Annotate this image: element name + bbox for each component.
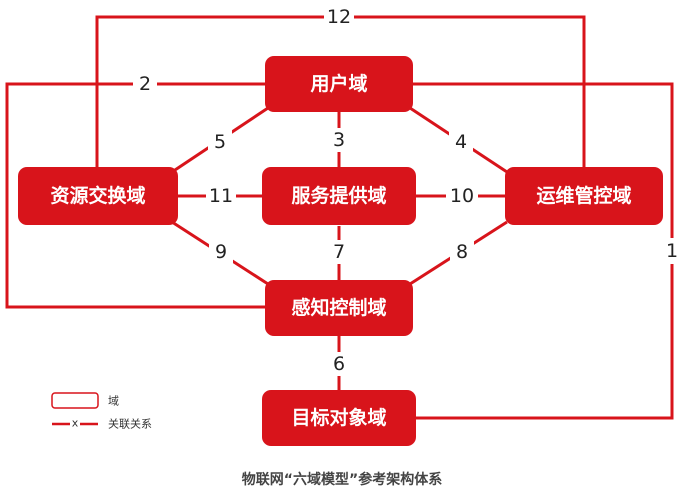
connection-label-9: 9	[209, 240, 233, 264]
connection-label-7: 7	[328, 240, 350, 264]
connection-label-4: 4	[449, 130, 473, 154]
connection-3-number: 3	[333, 129, 345, 151]
connection-8-number: 8	[456, 241, 468, 263]
connection-7-number: 7	[333, 241, 345, 263]
legend-domain-label: 域	[108, 395, 119, 408]
connection-12-number: 12	[327, 6, 351, 28]
legend-relation-marker: x	[72, 417, 79, 430]
ops-control-domain-node: 运维管控域	[505, 167, 663, 225]
connection-label-5: 5	[208, 130, 232, 154]
connection-5-number: 5	[214, 131, 226, 153]
connection-label-12: 12	[324, 5, 354, 29]
connection-label-6: 6	[328, 352, 350, 376]
connection-2-number: 2	[139, 73, 151, 95]
connection-10-number: 10	[450, 185, 474, 207]
connection-label-10: 10	[446, 184, 478, 208]
diagram-caption: 物联网“六域模型”参考架构体系	[242, 471, 442, 488]
connection-9-number: 9	[215, 241, 227, 263]
sensing-control-domain-label: 感知控制域	[291, 296, 386, 319]
user-domain-label: 用户域	[310, 72, 367, 95]
connection-label-1: 1	[660, 238, 684, 264]
connection-labels: 12 2 5 3 4 11 10 1	[133, 5, 684, 376]
connection-6-number: 6	[333, 353, 345, 375]
connection-label-11: 11	[206, 184, 236, 208]
legend-relation-label: 关联关系	[108, 417, 152, 431]
connection-label-8: 8	[450, 240, 474, 264]
connection-1-number: 1	[666, 240, 678, 262]
target-object-domain-node: 目标对象域	[262, 390, 416, 446]
legend: 域 x 关联关系	[51, 392, 152, 431]
service-provision-domain-node: 服务提供域	[262, 167, 416, 225]
resource-exchange-domain-label: 资源交换域	[50, 184, 145, 207]
user-domain-node: 用户域	[265, 56, 413, 112]
ops-control-domain-label: 运维管控域	[536, 184, 631, 207]
connection-11-number: 11	[209, 185, 233, 207]
target-object-domain-label: 目标对象域	[291, 406, 386, 429]
sensing-control-domain-node: 感知控制域	[265, 280, 413, 336]
connection-label-2: 2	[133, 72, 157, 96]
connection-4-number: 4	[455, 131, 467, 153]
resource-exchange-domain-node: 资源交换域	[18, 167, 178, 225]
service-provision-domain-label: 服务提供域	[291, 184, 386, 207]
connection-label-3: 3	[328, 128, 350, 152]
legend-domain-swatch	[51, 392, 99, 409]
